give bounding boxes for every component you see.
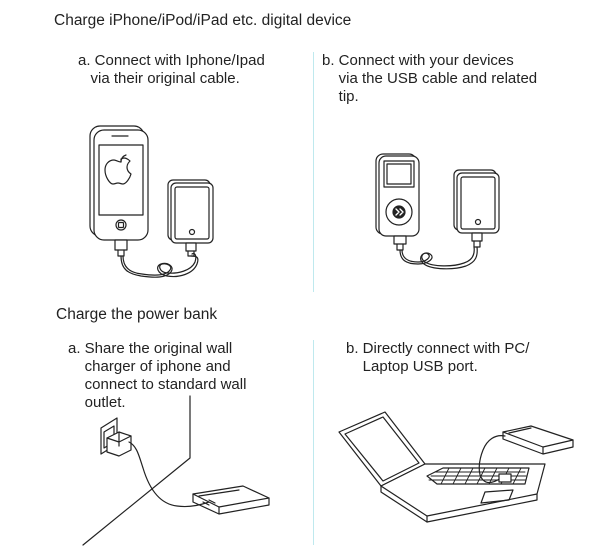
wall-charger-icon [107,432,209,507]
usb-cable-icon [479,436,511,483]
iphone-to-power-bank-illustration [80,120,220,290]
section2-step-a: a. Share the original wall charger of ip… [68,340,247,411]
music-player-icon [376,154,419,236]
power-bank-icon [503,426,573,454]
section1-title: Charge iPhone/iPod/iPad etc. digital dev… [54,12,352,29]
wall-charger-to-power-bank-illustration [75,390,295,550]
section1-divider [313,52,314,292]
section1-step-a: a. Connect with Iphone/Ipad via their or… [78,52,265,87]
section1-step-b: b. Connect with your devices via the USB… [322,52,538,105]
room-corner-lines [83,396,190,545]
iphone-icon [90,126,148,240]
section2-divider [313,340,314,545]
power-bank-icon [168,180,213,243]
power-bank-icon [193,486,269,514]
usb-cable-icon [394,233,482,269]
power-bank-icon [454,170,499,233]
laptop-to-power-bank-illustration [335,400,580,530]
section2-step-b: b. Directly connect with PC/ Laptop USB … [346,340,530,375]
music-player-to-power-bank-illustration [372,150,507,285]
usb-cable-icon [115,240,198,277]
laptop-icon [339,412,545,522]
section2-title: Charge the power bank [56,306,218,323]
